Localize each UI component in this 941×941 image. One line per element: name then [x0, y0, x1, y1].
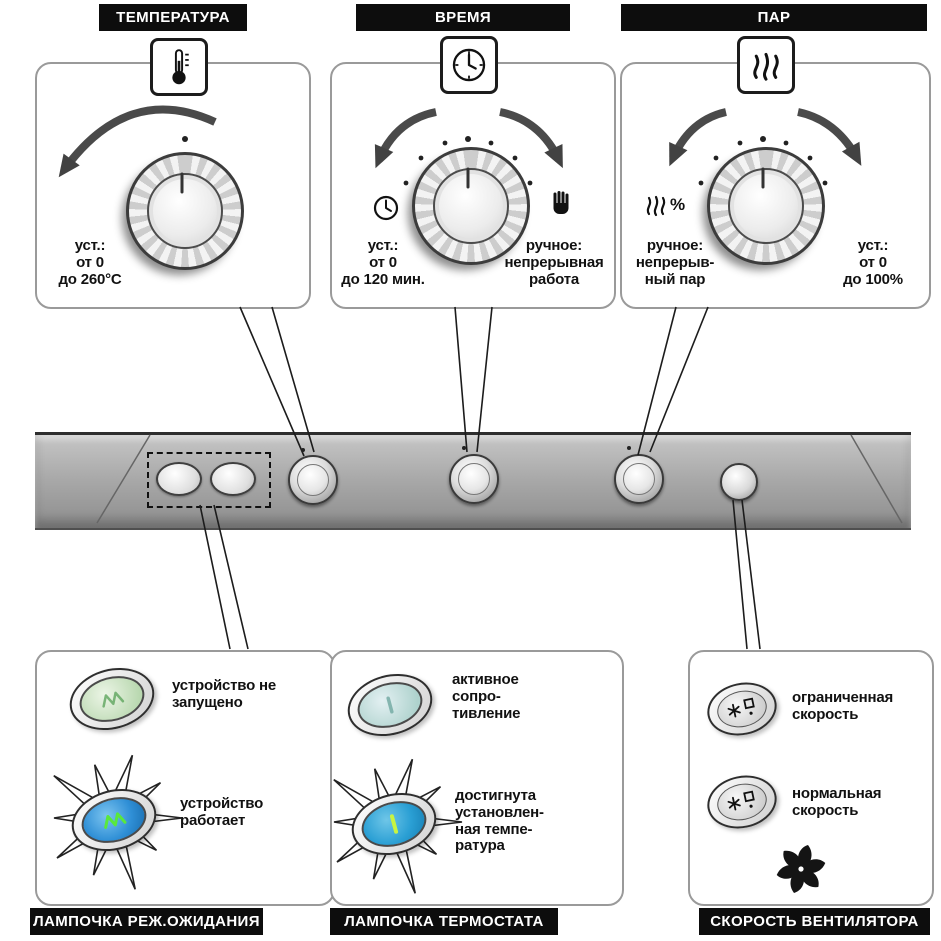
- steam-percent-sign: %: [670, 195, 686, 214]
- time-range-text: уст.: от 0 до 120 мин.: [341, 237, 425, 288]
- standby-lamp-on-lens: [76, 790, 152, 850]
- steam-knob-cap: [728, 168, 804, 244]
- steam-panel-knob-cap: [623, 463, 655, 495]
- temperature-knob[interactable]: [126, 152, 244, 270]
- fan-icon: [776, 845, 826, 893]
- temperature-panel-knob[interactable]: [288, 455, 338, 505]
- snowflake-icon: [727, 790, 755, 811]
- fan-speed-button[interactable]: [720, 463, 758, 501]
- standby-off-text: устройство не запущено: [172, 677, 277, 711]
- temperature-range-text: уст.: от 0 до 260°C: [58, 237, 122, 288]
- fan-limited-speed-button[interactable]: [702, 676, 782, 742]
- steam-range-text: уст.: от 0 до 100%: [843, 237, 903, 288]
- steam-section-header: ПАР: [621, 4, 927, 31]
- fan-normal-text: нормальная скорость: [792, 785, 882, 819]
- steam-knob[interactable]: [707, 147, 825, 265]
- thermostat-indicator-lamp: [210, 462, 256, 496]
- time-section-header: ВРЕМЯ: [356, 4, 570, 31]
- fan-limited-speed-button-cap: [713, 686, 771, 732]
- thermostat-lamp-heating: [340, 664, 440, 746]
- steam-percent-icon: %: [644, 192, 685, 218]
- thermostat-lamp-reached: [344, 783, 444, 865]
- thermostat-lamp-reached-lens: [356, 794, 432, 854]
- standby-lamp-label: ЛАМПОЧКА РЕЖ.ОЖИДАНИЯ: [30, 908, 263, 935]
- time-panel-knob-cap: [458, 463, 490, 495]
- time-panel-knob[interactable]: [449, 454, 499, 504]
- fan-normal-speed-button[interactable]: [702, 769, 782, 835]
- time-manual-text: ручное: непрерывная работа: [504, 237, 604, 288]
- standby-indicator-lamp: [156, 462, 202, 496]
- steam-panel-knob[interactable]: [614, 454, 664, 504]
- fan-limited-text: ограниченная скорость: [792, 689, 894, 723]
- snowflake-icon: [727, 697, 755, 718]
- thermostat-active-text: активное сопро- тивление: [452, 671, 521, 722]
- clock-icon: [440, 36, 498, 94]
- manual-mode-icon: [548, 190, 574, 218]
- thermostat-lamp-heating-lens: [352, 675, 428, 735]
- fan-speed-label: СКОРОСТЬ ВЕНТИЛЯТОРА: [699, 908, 930, 935]
- steam-manual-text: ручное: непрерыв- ный пар: [635, 237, 715, 288]
- thermometer-icon: [150, 38, 208, 96]
- standby-lamp-panel: [35, 650, 335, 906]
- temperature-panel-knob-cap: [297, 464, 329, 496]
- standby-lamp-off-lens: [74, 669, 150, 729]
- steam-icon: [737, 36, 795, 94]
- standby-on-text: устройство работает: [180, 795, 264, 829]
- standby-lamp-off: [62, 658, 162, 740]
- time-knob[interactable]: [412, 147, 530, 265]
- thermostat-reached-text: достигнута установлен- ная темпе- ратура: [455, 787, 544, 855]
- timer-mode-icon: [372, 194, 400, 222]
- temperature-knob-cap: [147, 173, 223, 249]
- fan-normal-speed-button-cap: [713, 779, 771, 825]
- temperature-section-header: ТЕМПЕРАТУРА: [99, 4, 247, 31]
- standby-lamp-on: [64, 779, 164, 861]
- time-knob-cap: [433, 168, 509, 244]
- thermostat-lamp-label: ЛАМПОЧКА ТЕРМОСТАТА: [330, 908, 558, 935]
